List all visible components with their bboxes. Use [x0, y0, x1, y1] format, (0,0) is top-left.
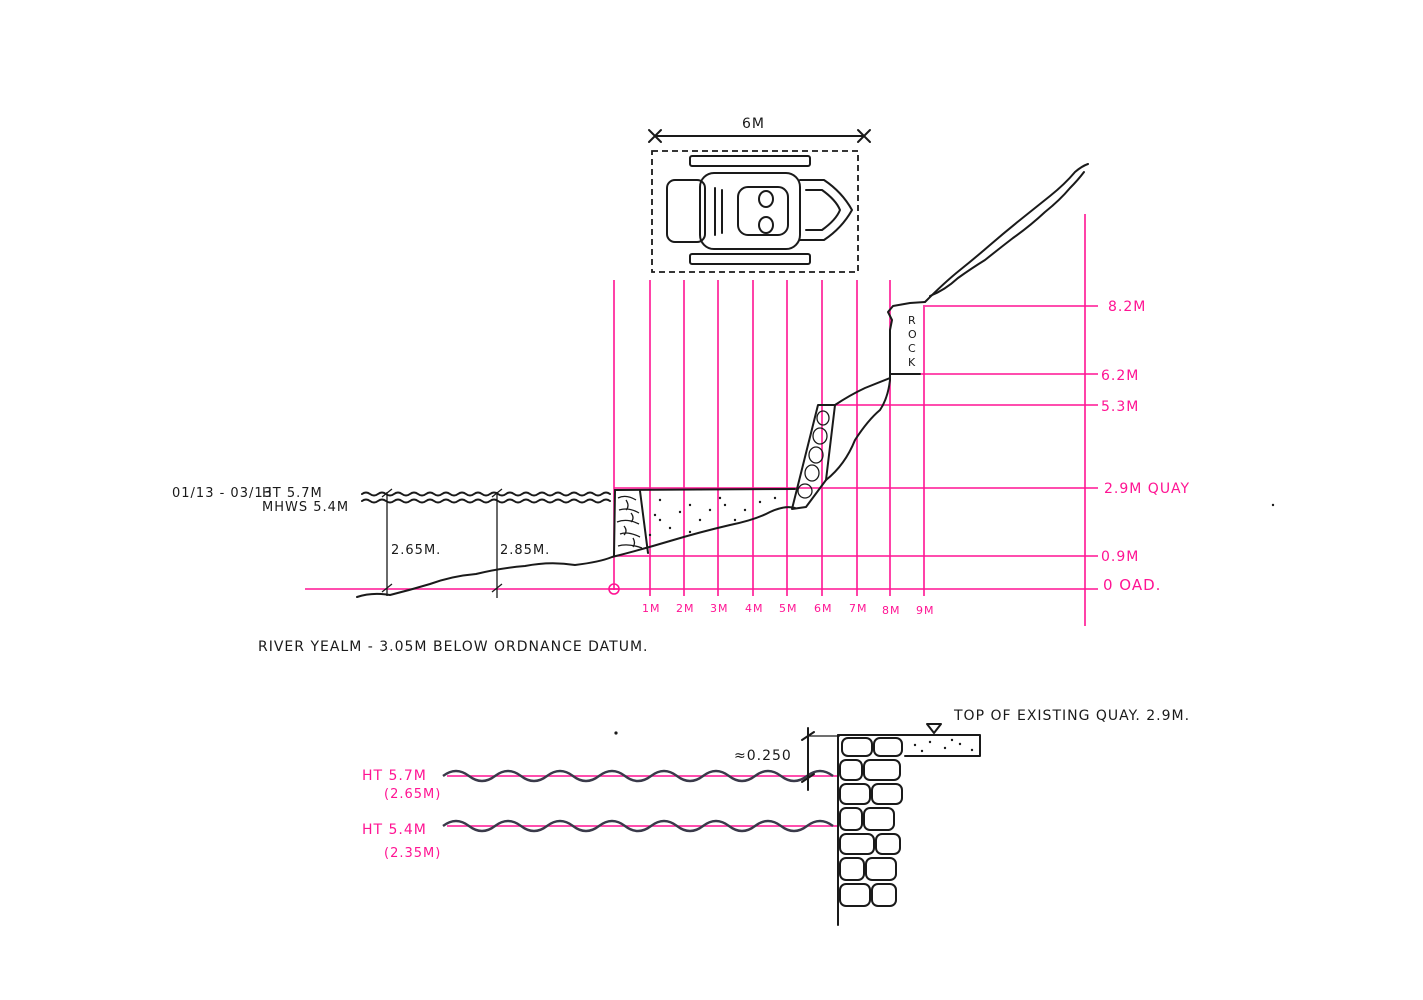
revetment-stones	[797, 410, 830, 499]
level-marker-triangle	[926, 723, 942, 734]
vehicle-cabin	[699, 172, 801, 250]
distance-label-8: 8M	[882, 604, 901, 617]
seat-head-1	[758, 190, 774, 208]
tide-annotation: 01/13 - 03/13 HT 5.7M MHWS 5.4M 2.65M. 2…	[172, 486, 611, 598]
quay-top-label: TOP OF EXISTING QUAY. 2.9M.	[953, 708, 1190, 724]
distance-label-6: 6M	[814, 602, 833, 615]
level-label-6-2: 6.2M	[1101, 368, 1139, 384]
rock-letter-o: O	[908, 328, 918, 341]
quay-face-stones	[616, 495, 643, 549]
dim-tick-right	[857, 129, 871, 143]
quay-detail: HT 5.7M (2.65M) HT 5.4M (2.35M) ≈0.250	[362, 708, 1190, 926]
quay-top-stipple	[913, 738, 974, 753]
tide-dates: 01/13 - 03/13	[172, 486, 273, 501]
distance-label-2: 2M	[676, 602, 695, 615]
vehicle-seat-box	[737, 186, 789, 236]
seat-head-2	[758, 216, 774, 234]
hillside-outer	[924, 163, 1089, 303]
mhws-wave-line	[361, 498, 611, 504]
boat-bow-inner	[805, 189, 841, 231]
level-label-0-oad: 0 OAD.	[1103, 576, 1161, 594]
vehicle-footprint-box	[651, 150, 859, 273]
depth-label-1: 2.65M.	[391, 543, 441, 558]
vehicle-seat-left	[714, 187, 723, 236]
ground-profile: R O C K	[356, 163, 1089, 598]
depth-ticks-1	[381, 488, 393, 593]
concrete-fill-stipple	[648, 496, 777, 537]
rock-face-line	[887, 301, 926, 375]
quay-top	[614, 488, 796, 491]
level-label-8-2: 8.2M	[1108, 299, 1146, 315]
ht-wave-line	[361, 491, 611, 497]
distance-label-4: 4M	[745, 602, 764, 615]
rock-letter-c: C	[908, 342, 917, 355]
tide-ht-label: HT 5.7M	[262, 486, 323, 501]
river-note: RIVER YEALM - 3.05M BELOW ORDNANCE DATUM…	[258, 639, 649, 655]
quay-face-outline	[613, 489, 649, 557]
tide-mhws-label: MHWS 5.4M	[262, 500, 349, 515]
upper-slope-line	[825, 373, 891, 481]
detail-ht1-sub: (2.65M)	[384, 787, 441, 802]
detail-ht2-label: HT 5.4M	[362, 822, 427, 838]
rock-letter-k: K	[908, 356, 916, 369]
riverbed-line	[356, 506, 796, 598]
quay-top-slab	[837, 734, 981, 757]
wheel-bottom	[689, 253, 811, 265]
width-label: 6M	[742, 116, 765, 132]
distance-label-5: 5M	[779, 602, 798, 615]
vehicle-plan: 6M	[648, 116, 871, 273]
level-label-5-3: 5.3M	[1101, 399, 1139, 415]
level-label-0-9: 0.9M	[1101, 549, 1139, 565]
distance-label-3: 3M	[710, 602, 729, 615]
revetment-outline	[791, 404, 836, 510]
gap-label: ≈0.250	[734, 748, 792, 764]
depth-label-2: 2.85M.	[500, 543, 550, 558]
stray-dot	[1271, 503, 1275, 507]
hillside-inner	[929, 171, 1085, 297]
detail-ht2-wave	[442, 819, 834, 833]
level-label-2-9-quay: 2.9M QUAY	[1104, 481, 1190, 497]
measurement-grid: 8.2M 6.2M 5.3M 2.9M QUAY 0.9M 0 OAD. 1M …	[305, 214, 1190, 626]
distance-label-7: 7M	[849, 602, 868, 615]
detail-ht1-wave	[442, 769, 834, 783]
rock-letter-r: R	[908, 314, 917, 327]
vehicle-front	[666, 179, 706, 243]
wheel-top	[689, 155, 811, 167]
distance-label-9: 9M	[916, 604, 935, 617]
dim-tick-left	[648, 129, 662, 143]
distance-label-1: 1M	[642, 602, 661, 615]
bank-top-line	[834, 377, 891, 406]
depth-ticks-2	[491, 488, 503, 593]
detail-ht1-label: HT 5.7M	[362, 768, 427, 784]
quay-wall-stones	[839, 737, 903, 907]
boat-bow	[799, 179, 853, 241]
detail-ht2-sub: (2.35M)	[384, 846, 441, 861]
stray-dot	[614, 731, 618, 735]
